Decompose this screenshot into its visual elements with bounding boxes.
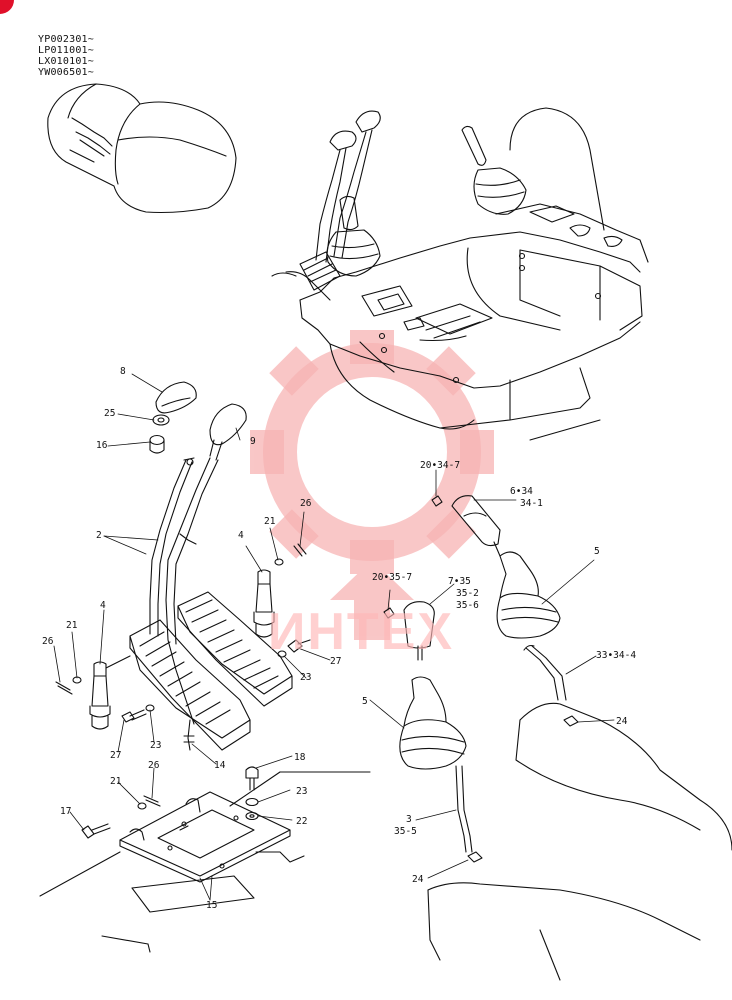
bolt-27-right [287, 639, 311, 653]
bolt-17 [81, 823, 111, 839]
damper-4-left [89, 655, 131, 730]
callout-label: 9 [250, 436, 256, 447]
callout-label: 14 [214, 760, 226, 771]
callout-label: 5 [362, 696, 368, 707]
pin-26-left [55, 681, 73, 695]
boot-5-lower [399, 676, 467, 770]
callout-label: 26 [42, 636, 54, 647]
callout-label: 27 [110, 750, 122, 761]
floor-outline [39, 771, 371, 953]
knob-8 [155, 381, 197, 414]
grip-6 [451, 495, 501, 557]
knob-9 [209, 403, 247, 461]
serial-number-1: YP002301~ [38, 34, 94, 45]
watermark-gear-teeth [250, 330, 494, 640]
console-outline-lower [427, 882, 701, 981]
lever-33 [523, 644, 567, 701]
pin-26-right [293, 543, 307, 557]
callout-label: 27 [330, 656, 342, 667]
callout-label: 25 [104, 408, 116, 419]
callout-label: 20•34-7 [420, 460, 461, 471]
console-outline-lower-right [515, 702, 732, 851]
lever-2 [149, 457, 219, 645]
washer-21-right [274, 558, 284, 566]
callout-label: 33•34-4 [596, 650, 637, 661]
callout-label: 21 [110, 776, 122, 787]
boot-5-upper [496, 551, 561, 639]
callout-label: 34-1 [520, 498, 543, 509]
pedal-right [177, 591, 293, 707]
callout-label: 23 [150, 740, 162, 751]
callout-label: 4 [100, 600, 106, 611]
callout-label: 4 [238, 530, 244, 541]
callout-label: 21 [66, 620, 78, 631]
linkage-14 [167, 639, 195, 751]
washer-23-bottom [245, 797, 259, 807]
callout-label: 26 [148, 760, 160, 771]
pin-26-bottom [143, 795, 161, 807]
grip-7 [403, 601, 435, 661]
callout-label: 16 [96, 440, 108, 451]
callout-label: 22 [296, 816, 308, 827]
screw-20-upper [431, 495, 443, 507]
callout-label: 6•34 [510, 486, 533, 497]
watermark-gear [263, 343, 481, 561]
damper-4-right [253, 569, 275, 638]
nut-24-right [563, 715, 579, 727]
callout-label: 23 [300, 672, 312, 683]
callout-label: 23 [296, 786, 308, 797]
callout-label: 15 [206, 900, 218, 911]
nut-16 [149, 434, 165, 454]
nut-24-left [467, 851, 483, 863]
callout-label: 24 [412, 874, 424, 885]
callout-label: 35-5 [394, 826, 417, 837]
callout-label: 7•35 [448, 576, 471, 587]
leader-lines [53, 373, 615, 901]
callout-label: 35-6 [456, 600, 479, 611]
seat-inset [47, 83, 237, 214]
serial-number-4: YW006501~ [38, 67, 94, 78]
bolt-18 [245, 766, 259, 791]
bolt-27-left [121, 709, 147, 723]
callout-label: 18 [294, 752, 306, 763]
callout-label: 17 [60, 806, 72, 817]
washer-22 [245, 811, 259, 821]
pedal-left [129, 619, 251, 751]
lever-3 [455, 765, 473, 853]
callout-label: 20•35-7 [372, 572, 413, 583]
washer-23-right [277, 650, 287, 658]
watermark-text: ИНТЕХ [268, 603, 455, 661]
serial-number-3: LX010101~ [38, 56, 94, 67]
callout-label: 26 [300, 498, 312, 509]
callout-label: 5 [594, 546, 600, 557]
nut-25 [152, 414, 170, 426]
callout-label: 8 [120, 366, 126, 377]
callout-label: 2 [96, 530, 102, 541]
console-assembly [271, 107, 649, 441]
floor-plate-15 [119, 791, 291, 883]
callout-label: 35-2 [456, 588, 479, 599]
serial-number-2: LP011001~ [38, 45, 94, 56]
corner-badge [0, 0, 14, 14]
washer-21-bottom [137, 802, 147, 810]
callout-label: 21 [264, 516, 276, 527]
callout-label: 24 [616, 716, 628, 727]
callout-label: 3 [406, 814, 412, 825]
